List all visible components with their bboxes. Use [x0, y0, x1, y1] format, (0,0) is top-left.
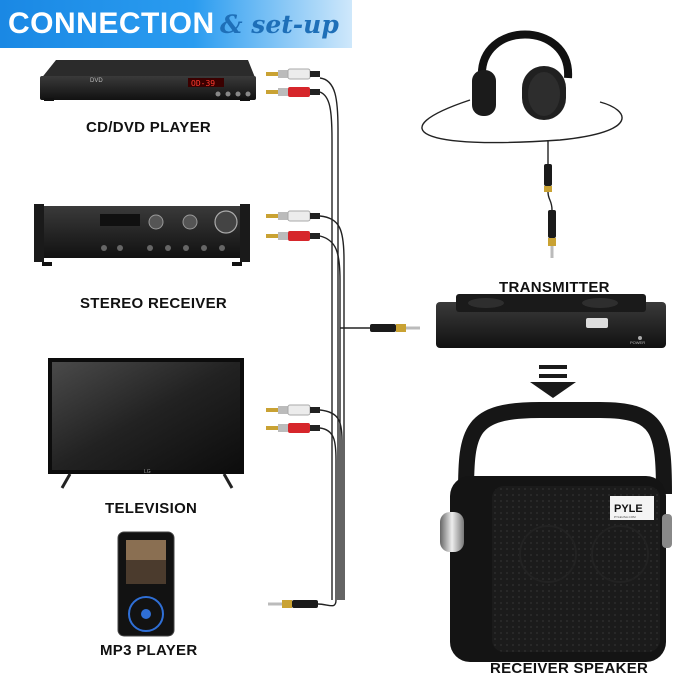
banner-subtitle: & set-up — [220, 10, 339, 39]
tv-logo: LG — [144, 469, 151, 475]
rca-plug-icon — [266, 68, 320, 433]
mp3-player — [117, 531, 175, 637]
banner-title: CONNECTION — [8, 7, 215, 40]
power-text: POWER — [630, 340, 645, 345]
cd-dvd-player-label: CD/DVD PLAYER — [86, 119, 212, 136]
television: LG — [48, 358, 244, 489]
down-arrow-icon — [530, 365, 576, 398]
receiver-speaker-label: RECEIVER SPEAKER — [490, 660, 649, 677]
pyle-brand-text: PYLE — [614, 503, 643, 515]
stereo-receiver-label: STEREO RECEIVER — [80, 295, 228, 312]
transmitter-device: POWER — [436, 294, 666, 348]
pyle-sub-brand-text: PYLEUSA.COM — [614, 515, 636, 519]
cables — [317, 77, 623, 607]
receiver-speaker: PYLE PYLEUSA.COM — [440, 402, 672, 662]
headphones-icon — [472, 30, 573, 120]
television-label: TELEVISION — [105, 500, 198, 517]
transmitter-label: TRANSMITTER — [499, 279, 610, 296]
cd-dvd-player: OD-39 DVD — [40, 60, 256, 101]
aux-plug-icon — [268, 164, 556, 608]
header-banner: CONNECTION & set-up — [0, 0, 352, 48]
mp3-player-label: MP3 PLAYER — [100, 642, 198, 659]
stereo-receiver — [34, 204, 250, 266]
dvd-brand-text: DVD — [90, 78, 103, 84]
dvd-display-text: OD-39 — [191, 79, 215, 88]
